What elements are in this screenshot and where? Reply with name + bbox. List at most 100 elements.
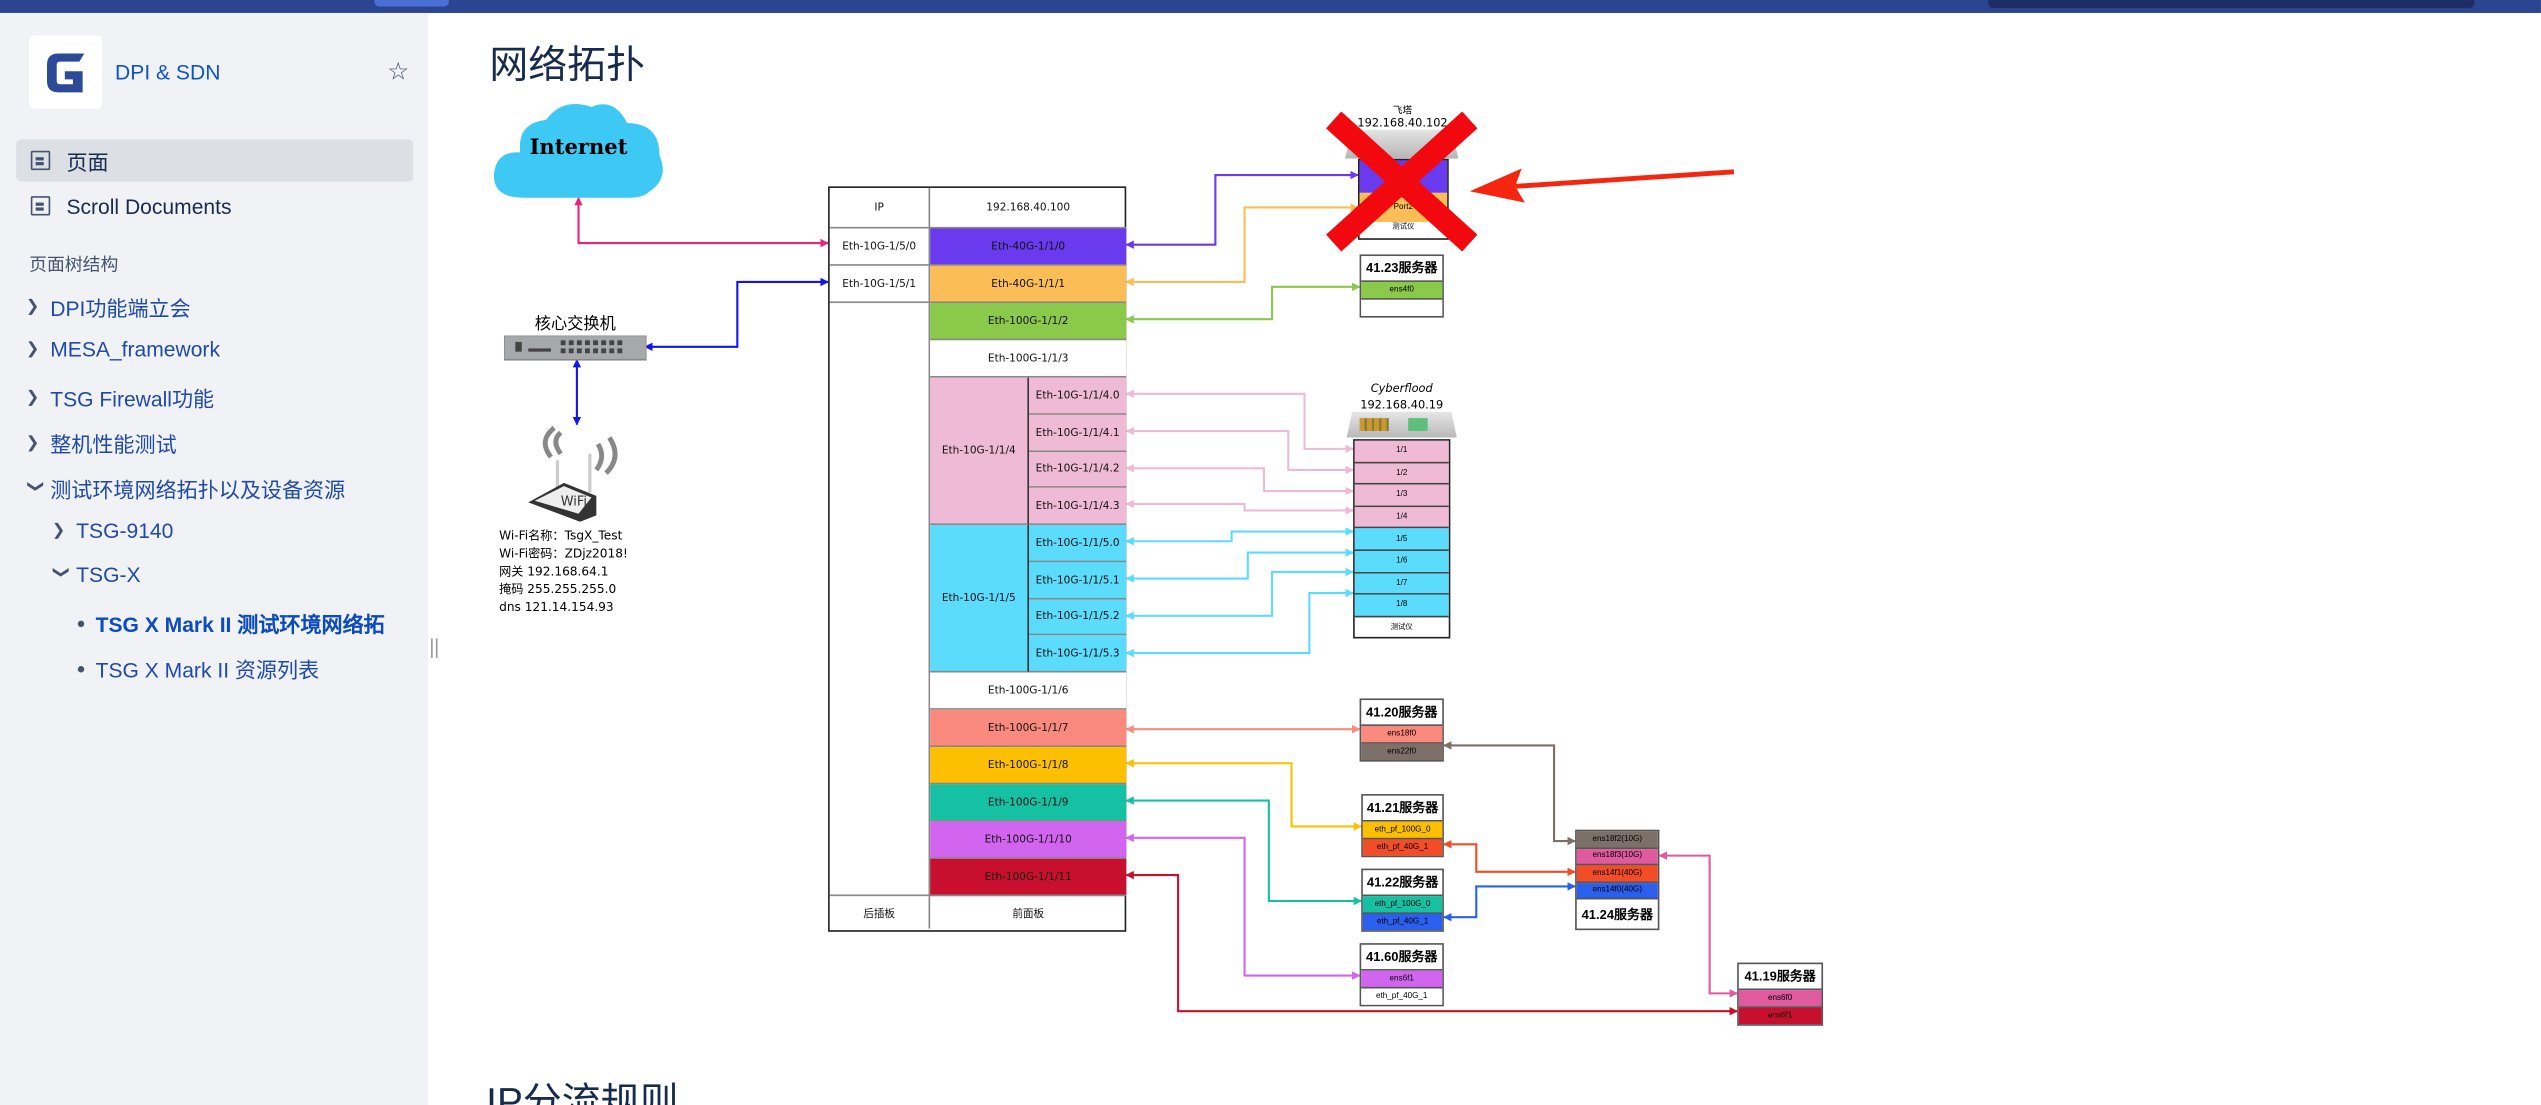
cyberflood-port: 1/7 bbox=[1354, 572, 1449, 595]
wifi-password: Wi-Fi密码：ZDjz2018! bbox=[499, 546, 628, 561]
wifi-router-icon: WiFi bbox=[528, 425, 618, 522]
tree-item[interactable]: ❯TSG Firewall功能 bbox=[26, 382, 214, 413]
switch-subport: Eth-10G-1/1/4.1 bbox=[1029, 414, 1127, 452]
switch-subport: Eth-10G-1/1/4.2 bbox=[1029, 451, 1127, 489]
switch-icon bbox=[503, 335, 647, 361]
bullet-icon bbox=[77, 619, 85, 627]
sidebar-resize-handle[interactable] bbox=[431, 638, 438, 658]
switch-port: Eth-40G-1/1/0 bbox=[930, 228, 1127, 266]
feita-tester: 测试仪 bbox=[1392, 222, 1415, 231]
chevron-right-icon[interactable]: ❯ bbox=[25, 434, 40, 453]
switch-port: Eth-10G-1/5/0 bbox=[829, 228, 931, 266]
chevron-right-icon[interactable]: ❯ bbox=[25, 340, 40, 359]
connection-line bbox=[574, 196, 829, 248]
wifi-dns: dns 121.14.154.93 bbox=[499, 599, 614, 615]
switch-subport: Eth-10G-1/1/5.3 bbox=[1029, 635, 1127, 673]
switch-subport: Eth-10G-1/1/5.0 bbox=[1029, 525, 1127, 562]
tree-item[interactable]: TSG X Mark II 资源列表 bbox=[77, 653, 320, 684]
tree-item-current[interactable]: TSG X Mark II 测试环境网络拓 bbox=[77, 608, 385, 639]
nav-pages-label: 页面 bbox=[66, 149, 109, 175]
feita-ip: 192.168.40.102 bbox=[1357, 116, 1448, 130]
chevron-right-icon[interactable]: ❯ bbox=[51, 521, 66, 540]
tree-item[interactable]: ❯ TSG-9140 bbox=[52, 519, 174, 543]
connection-line bbox=[1125, 833, 1361, 980]
page-tree-heading: 页面树结构 bbox=[29, 256, 119, 276]
star-icon[interactable]: ☆ bbox=[387, 58, 410, 86]
connection-line bbox=[1125, 588, 1354, 658]
tree-item-label: TSG-9140 bbox=[76, 518, 174, 543]
server-title: 41.24服务器 bbox=[1581, 906, 1653, 922]
svg-text:WiFi: WiFi bbox=[561, 495, 587, 510]
server-port: ens18f0 bbox=[1361, 725, 1443, 744]
server-port: ens18f3(10G) bbox=[1576, 848, 1658, 866]
server-port: ens6f1 bbox=[1738, 1007, 1822, 1025]
g-logo-icon bbox=[46, 52, 84, 92]
server-port: ens18f2(10G) bbox=[1576, 831, 1658, 849]
tree-item[interactable]: ❯ 整机性能测试 bbox=[26, 428, 177, 459]
server-port: ens14f1(40G) bbox=[1576, 865, 1658, 883]
space-name-link[interactable]: DPI & SDN bbox=[115, 59, 221, 85]
ip-value: 192.168.40.100 bbox=[930, 188, 1127, 229]
tree-item[interactable]: ❯DPI功能端立会 bbox=[26, 292, 191, 323]
connection-line bbox=[1443, 840, 1576, 877]
top-search-box[interactable] bbox=[1988, 0, 2475, 9]
internet-cloud-icon bbox=[493, 104, 663, 198]
connection-line bbox=[1125, 203, 1359, 287]
tree-item-label: 整机性能测试 bbox=[50, 432, 177, 457]
switch-port: Eth-100G-1/1/2 bbox=[930, 303, 1127, 341]
section-heading: IP分流规则 bbox=[486, 1080, 679, 1105]
red-x-mark-icon bbox=[1326, 111, 1478, 252]
server-title: 41.20服务器 bbox=[1361, 700, 1443, 726]
switch-port-group: Eth-10G-1/1/5 bbox=[930, 525, 1030, 673]
wifi-ssid: Wi-Fi名称：TsgX_Test bbox=[499, 528, 623, 543]
red-arrow-icon bbox=[1469, 168, 1735, 203]
server-box: ens18f2(10G)ens18f3(10G)ens14f1(40G)ens1… bbox=[1575, 829, 1660, 931]
cyberflood-port: 1/4 bbox=[1354, 506, 1449, 529]
cyberflood-device-icon bbox=[1346, 411, 1457, 438]
connection-line bbox=[1125, 759, 1363, 831]
switch-port: Eth-100G-1/1/9 bbox=[930, 784, 1127, 822]
internet-label: Internet bbox=[529, 136, 628, 161]
server-port: eth_pf_40G_1 bbox=[1362, 913, 1443, 931]
switch-port: Eth-100G-1/1/11 bbox=[930, 858, 1127, 897]
switch-subport: Eth-10G-1/1/5.2 bbox=[1029, 598, 1127, 636]
switch-port: Eth-100G-1/1/8 bbox=[930, 747, 1127, 785]
tree-item[interactable]: ❯测试环境网络拓扑以及设备资源 bbox=[26, 473, 345, 504]
connection-line bbox=[644, 277, 829, 352]
top-nav-tab[interactable] bbox=[374, 0, 449, 7]
cyberflood-port: 1/8 bbox=[1354, 594, 1449, 618]
bullet-icon bbox=[77, 665, 85, 672]
switch-port: Eth-100G-1/1/3 bbox=[930, 340, 1127, 378]
core-switch-label: 核心交换机 bbox=[534, 315, 616, 334]
chevron-right-icon[interactable]: ❯ bbox=[25, 388, 40, 407]
connection-line bbox=[1125, 499, 1354, 515]
nav-pages[interactable]: 页面 bbox=[16, 139, 414, 182]
space-logo[interactable] bbox=[29, 35, 103, 109]
tree-item-label: TSG X Mark II 测试环境网络拓 bbox=[95, 612, 385, 637]
switch-subport: Eth-10G-1/1/4.0 bbox=[1029, 377, 1127, 415]
cyberflood-port: 1/3 bbox=[1354, 484, 1449, 507]
server-title: 41.22服务器 bbox=[1362, 870, 1443, 897]
cyberflood-port: 1/2 bbox=[1354, 462, 1449, 485]
connection-line bbox=[1125, 389, 1354, 454]
tree-item[interactable]: ❯MESA_framework bbox=[26, 337, 220, 361]
nav-scroll-label: Scroll Documents bbox=[66, 193, 232, 218]
top-navigation-bar bbox=[0, 0, 2541, 13]
left-column-blank bbox=[829, 303, 931, 897]
server-port bbox=[1361, 299, 1443, 316]
cyberflood-port: 1/6 bbox=[1354, 550, 1449, 573]
wifi-netmask: 掩码 255.255.255.0 bbox=[499, 581, 617, 597]
server-title: 41.21服务器 bbox=[1362, 796, 1443, 822]
cyberflood-name: Cyberflood bbox=[1370, 382, 1433, 396]
tree-item-label: TSG X Mark II 资源列表 bbox=[95, 657, 320, 683]
connection-line bbox=[1125, 426, 1354, 475]
tree-item[interactable]: ❯TSG-X bbox=[52, 562, 141, 586]
sidebar: DPI & SDN ☆ 页面 Scroll Documents 页面树结构 ❯D… bbox=[0, 12, 428, 1105]
chevron-right-icon[interactable]: ❯ bbox=[25, 298, 40, 316]
nav-scroll-documents[interactable]: Scroll Documents bbox=[16, 185, 413, 227]
